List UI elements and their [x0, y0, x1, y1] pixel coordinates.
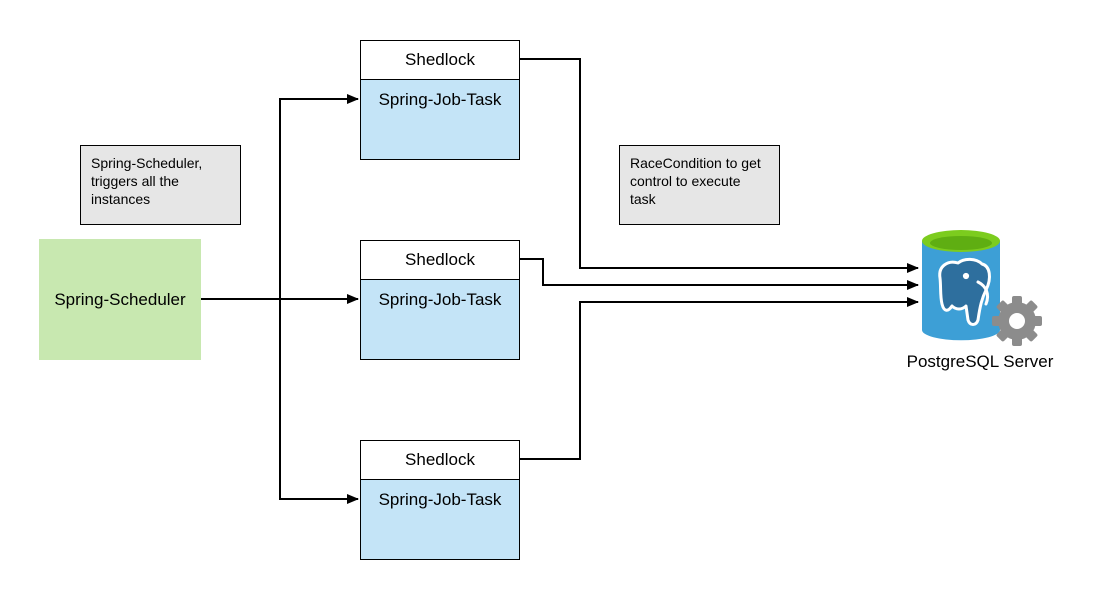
postgresql-elephant-icon: [938, 257, 991, 326]
job-task-label: Spring-Job-Task: [378, 290, 502, 309]
shedlock-header: Shedlock: [361, 441, 519, 480]
job-task-label: Spring-Job-Task: [378, 490, 502, 509]
job-2-to-db-connector: [520, 258, 919, 290]
shedlock-header: Shedlock: [361, 241, 519, 280]
database-label: PostgreSQL Server: [906, 352, 1054, 371]
gear-icon: [992, 296, 1042, 346]
spring-scheduler-label: Spring-Scheduler: [54, 289, 186, 309]
postgresql-database-icon: [922, 230, 1042, 346]
scheduler-to-job-1-connector: [279, 94, 359, 299]
scheduler-to-job-3-connector: [279, 299, 359, 504]
job-box-3: Shedlock Spring-Job-Task: [360, 440, 520, 560]
shedlock-header: Shedlock: [361, 41, 519, 80]
job-1-to-db-connector: [520, 58, 919, 273]
job-box-2: Shedlock Spring-Job-Task: [360, 240, 520, 360]
job-box-1: Shedlock Spring-Job-Task: [360, 40, 520, 160]
spring-scheduler-box: Spring-Scheduler: [39, 239, 201, 360]
job-3-to-db-connector: [520, 297, 919, 460]
scheduler-note: Spring-Scheduler, triggers all the insta…: [80, 145, 241, 225]
job-task-label: Spring-Job-Task: [378, 90, 502, 109]
race-condition-note: RaceCondition to get control to execute …: [619, 145, 780, 225]
